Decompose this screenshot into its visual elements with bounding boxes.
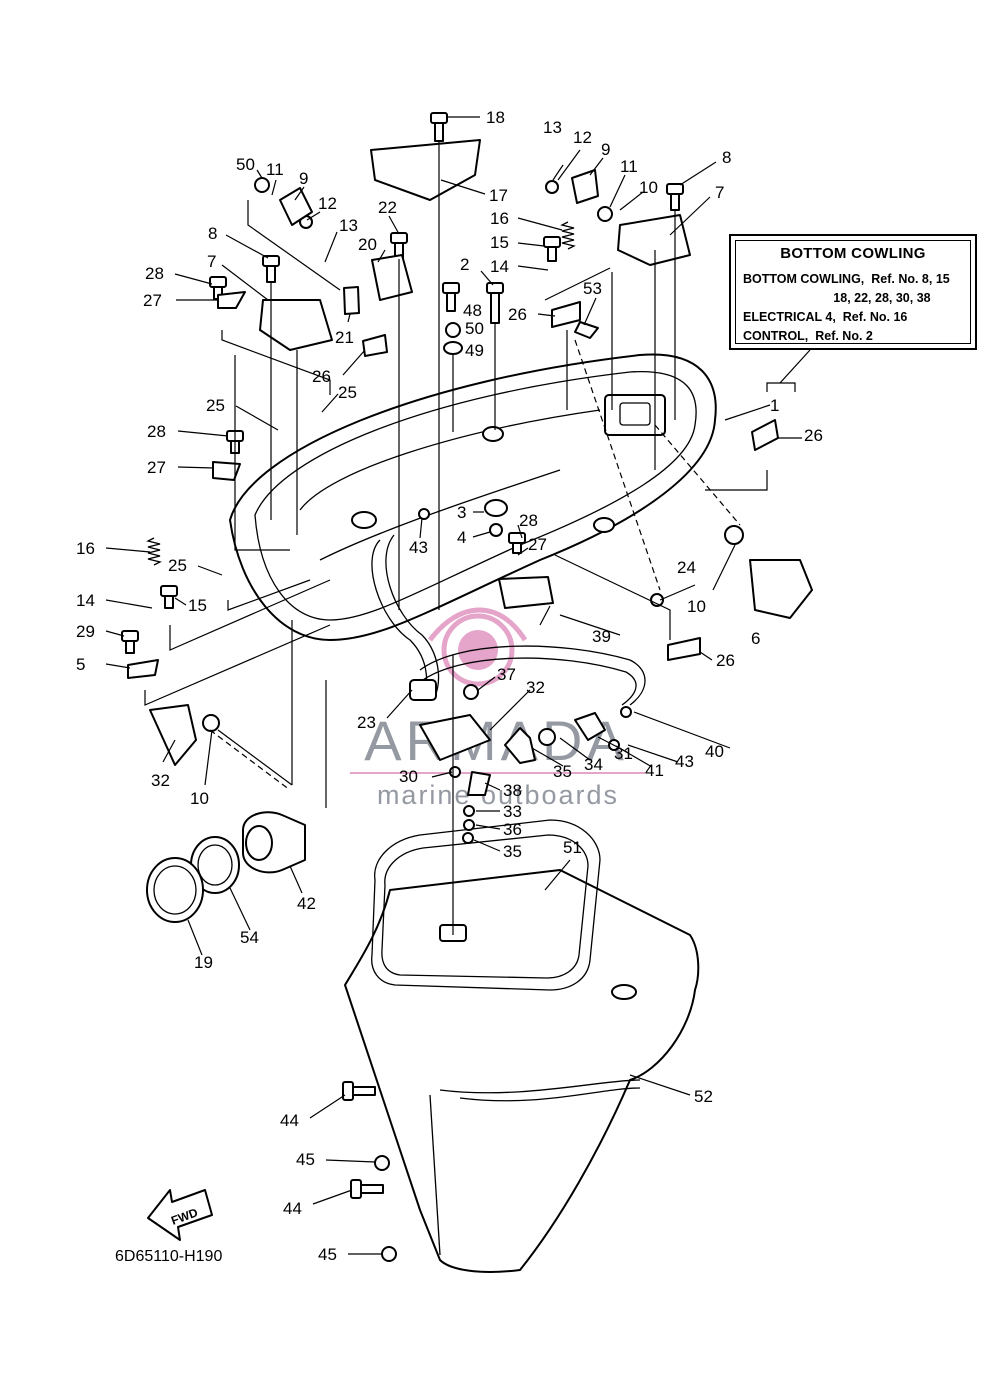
- callout-label: 24: [677, 558, 696, 577]
- callout-label: 32: [526, 678, 545, 697]
- callout-label: 35: [503, 842, 522, 861]
- callout-label: 20: [358, 235, 377, 254]
- callout-label: 53: [583, 279, 602, 298]
- part-45-lower-cowling: [344, 819, 700, 1273]
- callout-label: 42: [297, 894, 316, 913]
- callout-label: 10: [190, 789, 209, 808]
- callout-label: 29: [76, 622, 95, 641]
- callout-label: 28: [147, 422, 166, 441]
- callout-label: 32: [151, 771, 170, 790]
- callout-label: 14: [76, 591, 95, 610]
- callout-label: 3: [457, 503, 466, 522]
- callout-label: 10: [687, 597, 706, 616]
- part-1-bottom-cowling-tray: [229, 353, 717, 641]
- callout-label: 15: [490, 233, 509, 252]
- callout-label: 23: [357, 713, 376, 732]
- callout-label: 28: [519, 511, 538, 530]
- callout-label: 26: [716, 651, 735, 670]
- callout-label: 16: [76, 539, 95, 558]
- callout-label: 26: [508, 305, 527, 324]
- callout-label: 21: [335, 328, 354, 347]
- callout-label: 54: [240, 928, 259, 947]
- callout-label: 43: [409, 538, 428, 557]
- callout-label: 4: [457, 528, 466, 547]
- legend-box: BOTTOM COWLING BOTTOM COWLING, Ref. No. …: [729, 234, 977, 350]
- callout-label: 16: [490, 209, 509, 228]
- legend-line: 18, 22, 28, 30, 38: [743, 291, 931, 305]
- legend-title: BOTTOM COWLING: [780, 245, 926, 262]
- legend-line: CONTROL, Ref. No. 2: [743, 329, 873, 343]
- callout-label: 25: [338, 383, 357, 402]
- callout-label: 31: [614, 744, 633, 763]
- callout-label: 7: [207, 252, 216, 271]
- callout-label: 11: [266, 160, 284, 179]
- watermark-tagline: marine outboards: [377, 780, 619, 810]
- callout-label: 28: [145, 264, 164, 283]
- callout-label: 8: [208, 224, 217, 243]
- callout-label: 27: [147, 458, 166, 477]
- callout-label: 51: [563, 838, 582, 857]
- callout-label: 50: [236, 155, 255, 174]
- callout-labels: 18 13 12 9 8 7 11 10 50 11 9 12 13 8 7 1…: [76, 108, 823, 1264]
- callout-label: 1: [770, 396, 779, 415]
- callout-label: 9: [299, 169, 308, 188]
- callout-label: 30: [399, 767, 418, 786]
- callout-label: 33: [503, 802, 522, 821]
- callout-label: 43: [675, 752, 694, 771]
- callout-label: 34: [584, 755, 603, 774]
- callout-label: 7: [715, 183, 724, 202]
- callout-label: 8: [722, 148, 731, 167]
- callout-label: 9: [601, 140, 610, 159]
- callout-label: 10: [639, 178, 658, 197]
- callout-label: 26: [312, 367, 331, 386]
- callout-label: 12: [573, 128, 592, 147]
- callout-label: 45: [296, 1150, 315, 1169]
- callout-label: 52: [694, 1087, 713, 1106]
- callout-label: 44: [280, 1111, 299, 1130]
- callout-label: 48: [463, 301, 482, 320]
- callout-label: 36: [503, 820, 522, 839]
- callout-label: 50: [465, 319, 484, 338]
- callout-label: 37: [497, 665, 516, 684]
- callout-label: 49: [465, 341, 484, 360]
- leader-lines: [105, 116, 811, 1255]
- figure-code: 6D65110-H190: [115, 1248, 223, 1265]
- fwd-arrow-icon: FWD: [147, 1189, 213, 1241]
- callout-label: 15: [188, 596, 207, 615]
- callout-label: 25: [206, 396, 225, 415]
- callout-label: 39: [592, 627, 611, 646]
- callout-label: 17: [489, 186, 508, 205]
- callout-label: 27: [528, 535, 547, 554]
- hardware-parts: [121, 112, 813, 1262]
- callout-label: 14: [490, 257, 509, 276]
- callout-label: 25: [168, 556, 187, 575]
- callout-label: 41: [645, 761, 664, 780]
- callout-label: 12: [318, 194, 337, 213]
- callout-label: 13: [543, 118, 562, 137]
- callout-label: 22: [378, 198, 397, 217]
- callout-label: 27: [143, 291, 162, 310]
- callout-label: 6: [751, 629, 760, 648]
- callout-label: 19: [194, 953, 213, 972]
- callout-label: 11: [620, 157, 638, 176]
- callout-label: 38: [503, 781, 522, 800]
- legend-line: BOTTOM COWLING, Ref. No. 8, 15: [743, 272, 950, 286]
- watermark-logo-icon: [428, 607, 528, 687]
- callout-label: 40: [705, 742, 724, 761]
- callout-label: 35: [553, 762, 572, 781]
- callout-label: 18: [486, 108, 505, 127]
- callout-label: 2: [460, 255, 469, 274]
- callout-label: 5: [76, 655, 85, 674]
- callout-label: 44: [283, 1199, 302, 1218]
- callout-label: 45: [318, 1245, 337, 1264]
- legend-inner-border: [735, 240, 971, 344]
- callout-label: 13: [339, 216, 358, 235]
- callout-label: 26: [804, 426, 823, 445]
- legend-line: ELECTRICAL 4, Ref. No. 16: [743, 310, 908, 324]
